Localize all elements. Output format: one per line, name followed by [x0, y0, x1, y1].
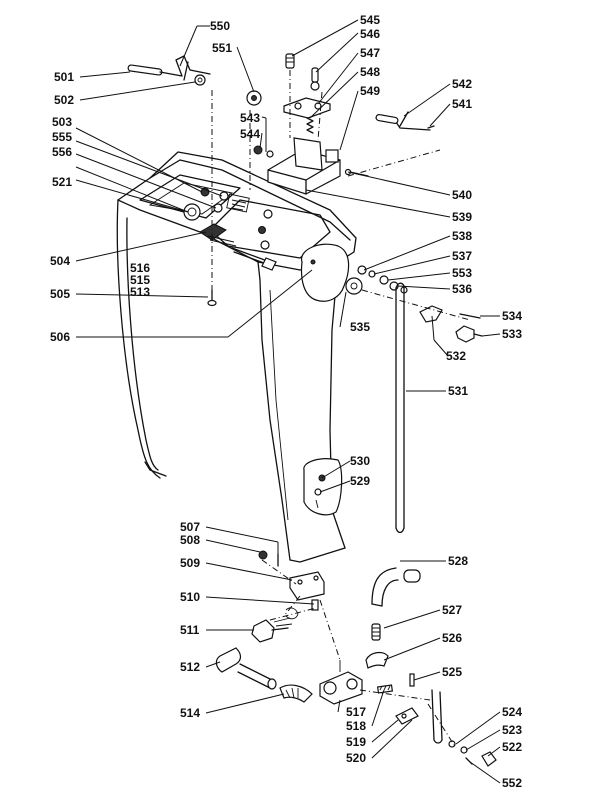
label-537: 537 — [452, 249, 472, 263]
label-545: 545 — [360, 13, 380, 27]
label-551: 551 — [212, 41, 232, 55]
elbow-514 — [279, 684, 313, 703]
label-524: 524 — [502, 705, 522, 719]
label-506: 506 — [50, 330, 70, 344]
crank-handle-541 — [375, 111, 435, 131]
label-540: 540 — [452, 188, 472, 202]
label-508: 508 — [180, 533, 200, 547]
hose-528 — [371, 567, 421, 607]
label-541: 541 — [452, 97, 472, 111]
label-515: 515 — [130, 273, 150, 287]
access-cover-drawing — [303, 458, 343, 516]
label-552: 552 — [502, 776, 522, 790]
label-543: 543 — [240, 111, 260, 125]
clamp-parts — [376, 673, 419, 725]
label-501: 501 — [54, 70, 74, 84]
label-535: 535 — [350, 320, 370, 334]
label-502: 502 — [54, 93, 74, 107]
label-514: 514 — [180, 706, 200, 720]
small-fasteners — [431, 689, 497, 767]
label-522: 522 — [502, 740, 522, 754]
label-527: 527 — [442, 603, 462, 617]
label-542: 542 — [452, 77, 472, 91]
label-539: 539 — [452, 210, 472, 224]
label-507: 507 — [180, 520, 200, 534]
leader-lines — [75, 19, 501, 784]
label-532: 532 — [446, 349, 466, 363]
label-546: 546 — [360, 27, 380, 41]
label-553: 553 — [452, 266, 472, 280]
label-554: 555 — [52, 130, 72, 144]
label-528: 528 — [448, 554, 468, 568]
label-550: 550 — [210, 19, 230, 33]
label-512: 512 — [180, 660, 200, 674]
label-538: 538 — [452, 229, 472, 243]
label-534: 534 — [502, 309, 522, 323]
label-505: 505 — [50, 287, 70, 301]
washer-502 — [194, 74, 206, 86]
tube-512 — [215, 647, 277, 690]
label-510: 510 — [180, 590, 200, 604]
label-503: 503 — [52, 115, 72, 129]
label-526: 526 — [442, 631, 462, 645]
bracket-assembly — [253, 53, 369, 195]
label-518: 518 — [346, 719, 366, 733]
label-504: 504 — [50, 254, 70, 268]
part-labels: 550 551 501 502 503 555 556 521 504 505 … — [50, 13, 522, 790]
label-531: 531 — [448, 384, 468, 398]
label-509: 509 — [180, 556, 200, 570]
crank-handle-501 — [127, 55, 211, 81]
label-547: 547 — [360, 46, 380, 60]
label-525: 525 — [442, 665, 462, 679]
label-555: 556 — [52, 145, 72, 159]
label-530: 530 — [350, 454, 370, 468]
linkage-parts — [345, 265, 483, 343]
label-520: 520 — [346, 751, 366, 765]
screw-505 — [207, 289, 217, 307]
label-516: 516 — [130, 261, 150, 275]
side-cover-drawing — [300, 243, 350, 302]
label-529: 529 — [350, 474, 370, 488]
label-511: 511 — [180, 623, 200, 637]
lower-bracket-509 — [258, 550, 325, 620]
long-rod-531 — [395, 282, 405, 534]
label-523: 523 — [502, 723, 522, 737]
label-521: 521 — [52, 175, 72, 189]
fittings-526-527 — [365, 623, 389, 669]
valve-body-517 — [319, 660, 363, 705]
label-513: 513 — [130, 285, 150, 299]
label-533: 533 — [502, 327, 522, 341]
label-536: 536 — [452, 282, 472, 296]
knob-511 — [251, 617, 293, 643]
centerlines — [211, 70, 471, 749]
label-519: 519 — [346, 735, 366, 749]
label-544: 544 — [240, 127, 260, 141]
label-548: 548 — [360, 65, 380, 79]
label-549: 549 — [360, 84, 380, 98]
label-517: 517 — [346, 705, 366, 719]
